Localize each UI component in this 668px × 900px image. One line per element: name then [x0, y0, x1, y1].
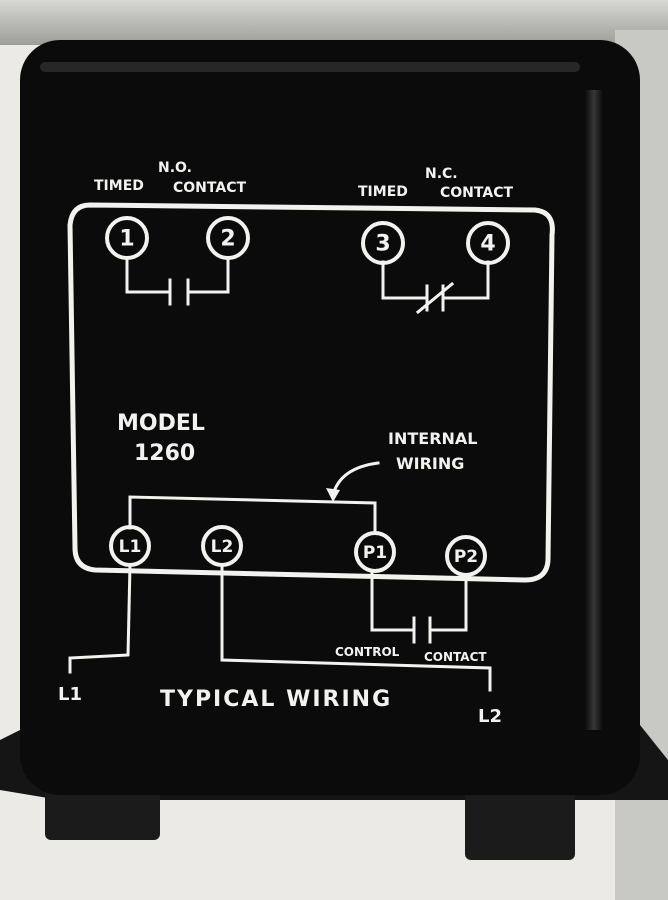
terminal-p2-label: P2 — [454, 547, 478, 567]
control-label: CONTROL — [335, 645, 400, 659]
terminal-1: 1 — [105, 216, 149, 260]
terminal-p1-label: P1 — [363, 543, 387, 563]
no-timed-label: TIMED — [94, 178, 144, 194]
terminal-3-label: 3 — [375, 232, 390, 257]
control-wire-right — [430, 576, 468, 632]
housing-top-highlight — [40, 62, 580, 72]
no-header-label: N.O. — [158, 160, 192, 176]
terminal-3: 3 — [361, 221, 405, 265]
housing-reflection — [585, 90, 603, 730]
model-number-label: 1260 — [134, 441, 195, 466]
terminal-1-label: 1 — [119, 227, 134, 252]
internal-wire — [128, 495, 377, 532]
l2-external-wire — [220, 563, 492, 692]
typical-wiring-label: TYPICAL WIRING — [160, 687, 392, 712]
nc-wire-right — [443, 260, 490, 300]
l2-external-label: L2 — [478, 706, 502, 727]
terminal-4-label: 4 — [480, 232, 495, 257]
no-wire-left — [125, 256, 170, 294]
l1-external-label: L1 — [58, 684, 82, 705]
terminal-l1: L1 — [109, 525, 151, 567]
nc-header-label: N.C. — [425, 166, 458, 182]
terminal-l2-label: L2 — [211, 537, 234, 557]
internal-label: INTERNAL — [388, 429, 477, 448]
terminal-2-label: 2 — [220, 227, 235, 252]
control-contact-label: CONTACT — [424, 650, 487, 664]
nc-contact-slash — [415, 281, 455, 315]
terminal-p2: P2 — [445, 535, 487, 577]
model-label: MODEL — [117, 411, 205, 436]
terminal-p1: P1 — [354, 531, 396, 573]
nc-contact-label: CONTACT — [440, 185, 513, 201]
nc-timed-label: TIMED — [358, 184, 408, 200]
right-foot — [465, 775, 575, 860]
metal-cover-top — [0, 0, 668, 45]
no-contact-label: CONTACT — [173, 180, 246, 196]
internal-arrow-head — [326, 488, 340, 502]
l1-external-wire — [68, 563, 132, 674]
wiring-label: WIRING — [396, 454, 464, 473]
nc-wire-left — [381, 260, 427, 300]
relay-housing — [20, 40, 640, 795]
terminal-2: 2 — [206, 216, 250, 260]
control-wire-left — [370, 570, 414, 632]
terminal-l1-label: L1 — [119, 537, 142, 557]
terminal-4: 4 — [466, 221, 510, 265]
no-wire-right — [188, 256, 230, 294]
internal-outline-box — [67, 202, 555, 583]
terminal-l2: L2 — [201, 525, 243, 567]
